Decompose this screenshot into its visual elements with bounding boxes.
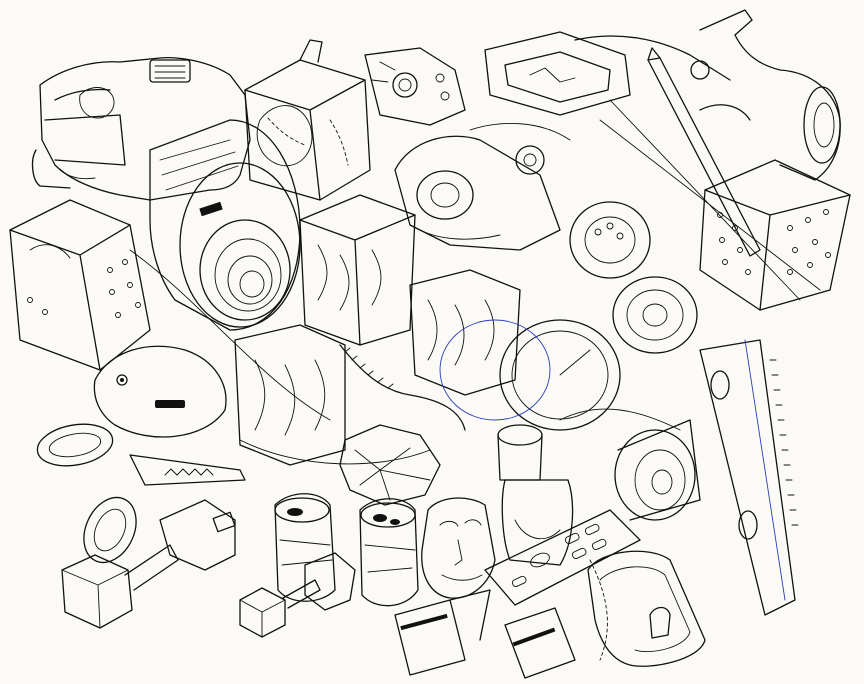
thermos-drawing (497, 424, 574, 566)
measuring-tape-drawing (339, 344, 466, 431)
hourglass-rack-2-drawing (409, 269, 521, 396)
stamp-box-drawing (484, 31, 631, 116)
left-grater-drawing (9, 199, 151, 371)
round-knob-drawing (569, 201, 698, 354)
gauge-drawing (439, 319, 621, 431)
kettle-drawing (574, 9, 841, 181)
spool-drawing (614, 419, 701, 521)
face-mask-drawing (421, 497, 496, 599)
matchbook-1-drawing (394, 589, 491, 676)
camera-drawing (31, 56, 251, 201)
camera-lens-drawing (149, 119, 301, 331)
pencil-drawing (599, 47, 821, 301)
level-ruler-drawing (699, 339, 799, 616)
wire-lines-drawing (129, 123, 681, 661)
remote-control-drawing (484, 509, 641, 606)
hourglass-rack-drawing (299, 194, 416, 346)
scissors-drawing (36, 423, 246, 564)
hourglass-rack-3-drawing (234, 324, 346, 466)
grater-drawing (699, 159, 851, 311)
soap-tray-drawing (587, 550, 706, 667)
small-gadget-drawing (364, 47, 466, 126)
crushed-can-1-drawing (274, 493, 336, 602)
dumbbell-right-drawing (239, 552, 356, 638)
matchbook-2-drawing (504, 607, 576, 679)
pump-machine-drawing (394, 135, 561, 251)
crumpled-paper-drawing (339, 424, 441, 506)
dumbbell-left-drawing (61, 499, 236, 629)
crushed-can-2-drawing (359, 498, 419, 607)
cube-cage-drawing (244, 39, 371, 201)
cap-drawing (93, 345, 227, 438)
